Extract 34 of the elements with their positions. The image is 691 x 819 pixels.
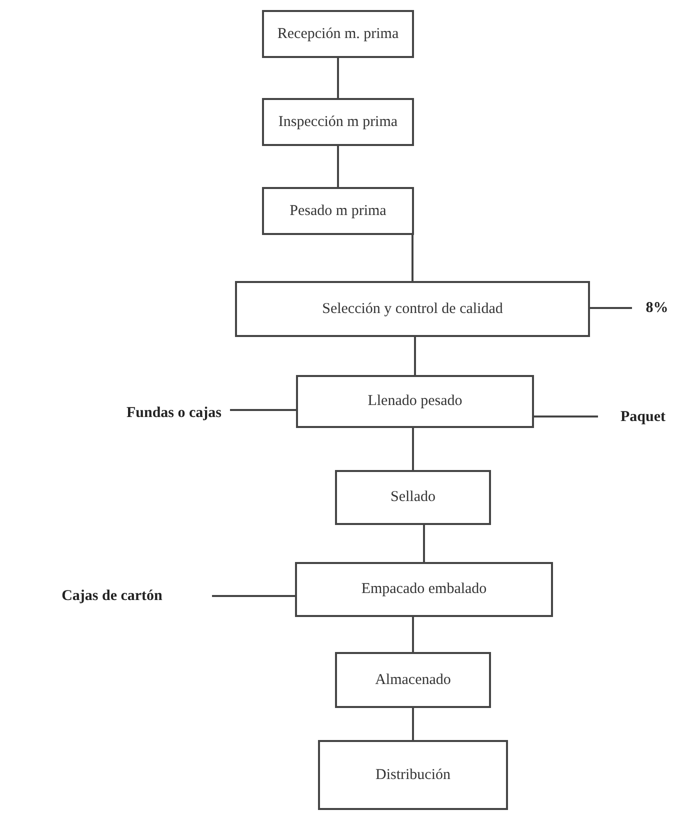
connector-line (590, 307, 632, 309)
process-box (335, 470, 491, 525)
process-box (262, 98, 414, 146)
side-text: Fundas o cajas (126, 404, 222, 422)
connector-line (423, 525, 425, 562)
connector-line (230, 409, 296, 411)
process-box (296, 375, 534, 428)
connector-line (412, 428, 414, 470)
side-text: 8% (646, 298, 668, 318)
step-text: Selección y control de calidad (322, 300, 503, 318)
side-text: Cajas de cartón (62, 586, 162, 606)
process-box (235, 281, 590, 337)
step-text: Distribución (376, 766, 450, 784)
connector-line (337, 58, 339, 98)
connector-line (212, 595, 295, 597)
connector-line (534, 416, 598, 418)
process-box (335, 652, 491, 708)
step-text: Sellado (390, 488, 436, 507)
connector-line (412, 708, 414, 740)
step-text: Pesado m prima (290, 202, 386, 220)
process-box (262, 10, 414, 58)
step-text: Empacado embalado (361, 580, 487, 599)
connector-line (412, 235, 414, 281)
step-text: Inspección m prima (278, 112, 398, 132)
side-text: Paquet (620, 408, 666, 426)
process-box (262, 187, 414, 235)
connector-line (414, 337, 416, 375)
process-box (318, 740, 508, 810)
step-text: Almacenado (375, 670, 451, 690)
process-box (295, 562, 553, 617)
step-text: Llenado pesado (368, 392, 462, 411)
connector-line (337, 146, 339, 187)
step-text: Recepción m. prima (277, 24, 399, 44)
connector-line (412, 617, 414, 652)
